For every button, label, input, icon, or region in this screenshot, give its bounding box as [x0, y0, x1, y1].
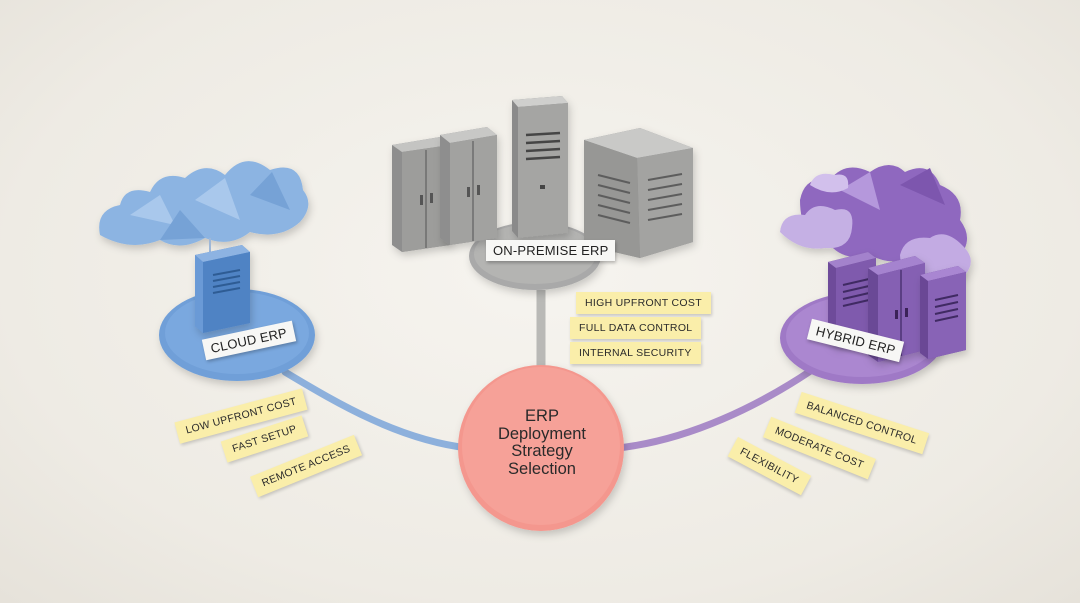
- center-title: ERP Deployment Strategy Selection: [462, 407, 622, 478]
- on-premise-erp-label: ON-PREMISE ERP: [486, 240, 616, 261]
- cloud-icon: [99, 161, 309, 246]
- center-node-top: [462, 367, 620, 525]
- on-premise-note-1: HIGH UPFRONT COST: [576, 292, 711, 314]
- center-title-line: Deployment: [497, 424, 587, 443]
- on-premise-note-2: FULL DATA CONTROL: [570, 317, 702, 339]
- cloud-server-icon: [195, 245, 250, 333]
- on-premise-server-rack-1: [392, 137, 450, 252]
- on-premise-server-cabinet: [584, 128, 693, 258]
- hybrid-cloud-icon: [780, 165, 971, 279]
- center-title-line: Strategy: [511, 442, 573, 460]
- center-title-line: ERP: [525, 407, 559, 425]
- hybrid-server-tower: [920, 266, 966, 359]
- on-premise-note-3: INTERNAL SECURITY: [570, 342, 701, 364]
- connector-hybrid: [614, 366, 816, 452]
- center-title-line: Selection: [508, 459, 576, 478]
- on-premise-server-rack-2: [440, 127, 497, 245]
- hybrid-server-rack: [828, 252, 876, 347]
- connector-cloud: [281, 368, 472, 452]
- on-premise-server-tower: [512, 96, 568, 238]
